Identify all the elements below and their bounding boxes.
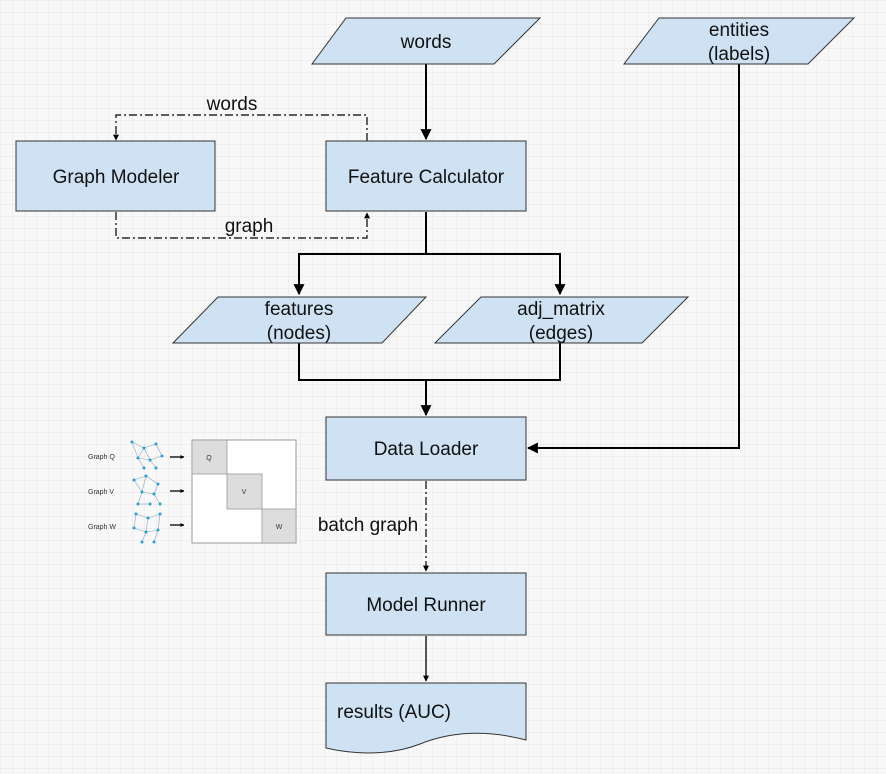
connectors xyxy=(113,64,740,682)
network-icon-q xyxy=(130,440,164,470)
edge-to-adj-matrix xyxy=(426,253,566,296)
feature-calculator-node: Feature Calculator xyxy=(325,140,527,212)
matrix-label-v: V xyxy=(242,489,247,496)
network-icon-w xyxy=(132,512,162,544)
entities-label-line2: (labels) xyxy=(708,44,770,65)
network-icon-v xyxy=(132,474,162,506)
edge-label-graph: graph xyxy=(225,216,274,237)
batch-graph-illustration: Graph Q Graph V Graph W xyxy=(88,439,297,544)
inset-graph-label-q: Graph Q xyxy=(88,454,115,461)
words-input-label: words xyxy=(400,32,452,53)
matrix-block-q xyxy=(191,439,228,475)
data-loader-node: Data Loader xyxy=(325,416,527,481)
adj-matrix-label-line2: (edges) xyxy=(529,323,593,344)
features-label-line2: (nodes) xyxy=(267,323,331,344)
model-runner-label: Model Runner xyxy=(366,595,486,616)
results-node: results (AUC) xyxy=(325,682,527,754)
edge-entities-to-data-loader xyxy=(526,64,740,454)
edge-label-batch-graph: batch graph xyxy=(318,515,418,536)
edge-adj-matrix-to-merge xyxy=(426,343,561,381)
inset-graph-label-w: Graph W xyxy=(88,524,116,531)
results-label: results (AUC) xyxy=(337,702,451,723)
words-input-node: words xyxy=(311,17,542,65)
matrix-block-w xyxy=(261,508,297,544)
edge-to-features xyxy=(293,253,426,296)
feature-calculator-label: Feature Calculator xyxy=(348,167,505,188)
entities-label-line1: entities xyxy=(709,20,769,41)
adj-matrix-node: adj_matrix (edges) xyxy=(433,296,690,344)
features-label-line1: features xyxy=(265,299,334,320)
graph-modeler-label: Graph Modeler xyxy=(53,167,180,188)
edge-features-to-merge xyxy=(298,343,426,381)
edge-feature-calculator-to-graph-modeler xyxy=(113,114,368,141)
edge-graph-modeler-to-feature-calculator xyxy=(115,212,370,239)
adj-matrix-label-line1: adj_matrix xyxy=(517,299,605,320)
entities-input-node: entities (labels) xyxy=(622,17,856,65)
features-node: features (nodes) xyxy=(171,296,428,344)
graph-modeler-node: Graph Modeler xyxy=(15,140,216,212)
model-runner-node: Model Runner xyxy=(325,572,527,636)
data-loader-label: Data Loader xyxy=(374,439,479,460)
matrix-label-w: W xyxy=(276,524,283,531)
matrix-label-q: Q xyxy=(206,455,212,462)
matrix-block-v xyxy=(226,473,263,510)
edge-label-words: words xyxy=(206,94,258,115)
inset-graph-label-v: Graph V xyxy=(88,489,114,496)
